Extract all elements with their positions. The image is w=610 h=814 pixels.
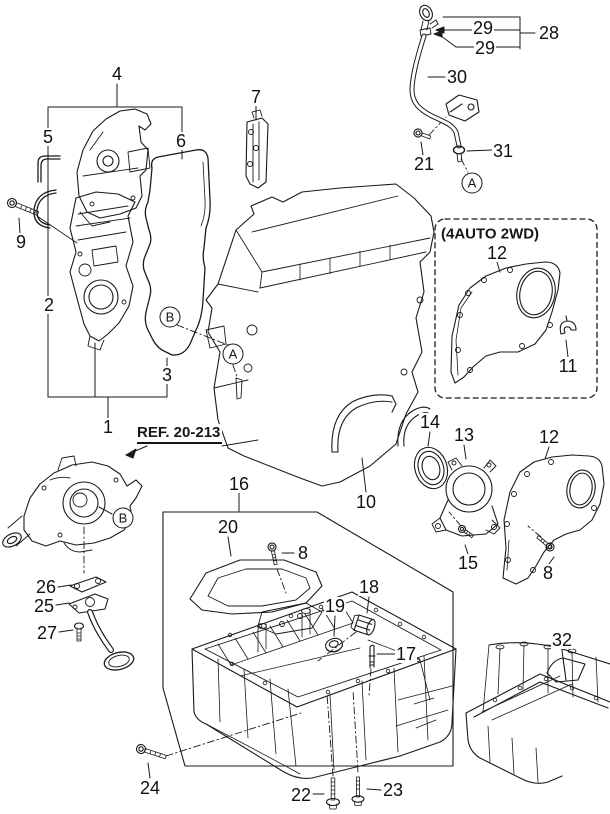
callout-12: 12 bbox=[537, 427, 561, 447]
callout-2: 2 bbox=[42, 295, 56, 315]
oil-pan-group-box bbox=[162, 511, 454, 767]
stud-17 bbox=[368, 644, 376, 669]
baffle-plate-20 bbox=[189, 559, 323, 635]
lower-timing-cover-2 bbox=[69, 191, 136, 351]
bolt-15 bbox=[457, 524, 474, 539]
crank-seal-14 bbox=[413, 446, 449, 490]
gasket-strip-5 bbox=[33, 155, 61, 229]
callout-4: 4 bbox=[110, 64, 124, 84]
callout-9: 9 bbox=[14, 232, 28, 252]
oil-pickup-tube bbox=[87, 609, 135, 671]
inset-4auto2wd-box bbox=[434, 218, 598, 399]
callout-8: 8 bbox=[541, 563, 555, 583]
cover-plate-12-right bbox=[502, 454, 605, 585]
callout-23: 23 bbox=[381, 780, 405, 800]
callout-8: 8 bbox=[296, 543, 310, 563]
bolt-23 bbox=[351, 776, 365, 806]
callout-24: 24 bbox=[138, 778, 162, 798]
callout-31: 31 bbox=[491, 141, 515, 161]
callout-32: 32 bbox=[550, 630, 574, 650]
callout-29: 29 bbox=[471, 18, 495, 38]
callout-3: 3 bbox=[160, 365, 174, 385]
inset-title: (4AUTO 2WD) bbox=[439, 225, 542, 243]
dipstick-guide-bracket bbox=[445, 94, 480, 122]
callout-27: 27 bbox=[35, 623, 59, 643]
engine-block bbox=[205, 183, 435, 487]
strainer-gasket-26 bbox=[69, 576, 107, 593]
marker-B-gasket: B bbox=[159, 306, 181, 328]
assembly-dash-lines bbox=[83, 116, 542, 777]
dipstick-assembly bbox=[409, 4, 480, 163]
seal-housing-13 bbox=[431, 457, 501, 537]
callout-25: 25 bbox=[32, 596, 56, 616]
callout-22: 22 bbox=[289, 785, 313, 805]
strainer-flange-25 bbox=[68, 593, 109, 614]
bolt-27 bbox=[73, 622, 85, 642]
callout-7: 7 bbox=[249, 87, 263, 107]
callout-10: 10 bbox=[354, 492, 378, 512]
bracket-32 bbox=[546, 657, 586, 683]
callout-29: 29 bbox=[473, 38, 497, 58]
callout-21: 21 bbox=[412, 154, 436, 174]
inset-plate-12 bbox=[450, 261, 561, 384]
callout-14: 14 bbox=[418, 412, 442, 432]
callout-16: 16 bbox=[227, 474, 251, 494]
washer-19 bbox=[325, 637, 343, 653]
marker-A-dipstick: A bbox=[461, 172, 483, 194]
callout-13: 13 bbox=[452, 425, 476, 445]
o-ring-31 bbox=[452, 145, 466, 155]
callout-15: 15 bbox=[456, 553, 480, 573]
callout-1: 1 bbox=[101, 417, 115, 437]
ref-note: REF. 20-213 bbox=[137, 424, 223, 444]
bracket-7 bbox=[245, 109, 269, 189]
leader-lines bbox=[18, 16, 569, 795]
oil-pan bbox=[191, 591, 457, 779]
bolt-22 bbox=[325, 777, 341, 810]
callout-5: 5 bbox=[41, 127, 55, 147]
rear-retainer-10 bbox=[331, 394, 431, 453]
callout-28: 28 bbox=[537, 23, 561, 43]
oil-pump bbox=[2, 455, 143, 553]
callout-19: 19 bbox=[323, 596, 347, 616]
bolt9-pointer-line bbox=[36, 215, 78, 244]
bolt-9 bbox=[6, 197, 40, 216]
bolt-24 bbox=[135, 743, 167, 760]
callout-11: 11 bbox=[557, 356, 579, 376]
marker-B-oil-pump: B bbox=[112, 507, 134, 529]
callout-26: 26 bbox=[34, 577, 58, 597]
gasket-loop-6-3 bbox=[142, 149, 211, 356]
bolt-21 bbox=[413, 128, 432, 140]
upper-timing-cover-4 bbox=[76, 108, 152, 227]
callout-17: 17 bbox=[394, 644, 418, 664]
callout-30: 30 bbox=[445, 67, 469, 87]
callout-6: 6 bbox=[174, 131, 188, 151]
marker-A-engine: A bbox=[222, 343, 244, 365]
clip-11 bbox=[559, 315, 577, 335]
callout-12: 12 bbox=[485, 243, 509, 263]
bolt-8-center bbox=[267, 542, 278, 566]
callout-20: 20 bbox=[216, 517, 240, 537]
drain-plug-18 bbox=[350, 614, 376, 636]
callout-18: 18 bbox=[357, 577, 381, 597]
oil-pan-rear-view bbox=[465, 641, 610, 784]
bolt-8-right bbox=[536, 535, 555, 552]
